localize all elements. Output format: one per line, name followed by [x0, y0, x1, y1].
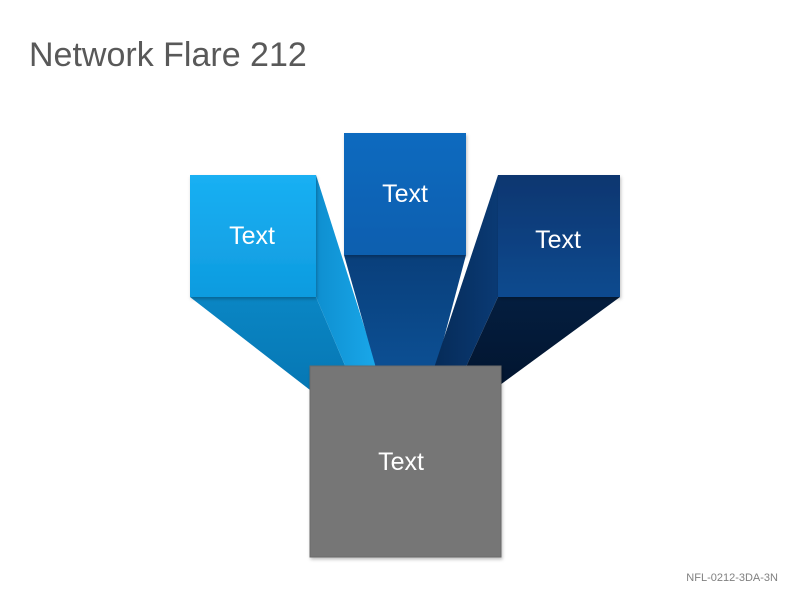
right-box-face: [498, 175, 620, 297]
left-box-face: [190, 175, 316, 297]
bottom-box-label: Text: [378, 448, 424, 476]
right-box-bottom-extrusion: [460, 297, 620, 385]
left-box-label: Text: [229, 222, 275, 250]
right-box-label: Text: [535, 226, 581, 254]
page-title: Network Flare 212: [29, 36, 307, 74]
center-box-label: Text: [382, 180, 428, 208]
right-box: Text: [434, 175, 620, 385]
center-box-bottom-extrusion: [344, 255, 466, 368]
left-box-side-extrusion: [316, 175, 378, 382]
bottom-box: Text: [309, 365, 502, 558]
center-box-face: [344, 133, 466, 255]
right-box-side-extrusion: [434, 175, 498, 380]
center-box: Text: [344, 133, 466, 368]
footer-code: NFL-0212-3DA-3N: [686, 572, 778, 584]
bottom-box-face: [309, 365, 502, 558]
